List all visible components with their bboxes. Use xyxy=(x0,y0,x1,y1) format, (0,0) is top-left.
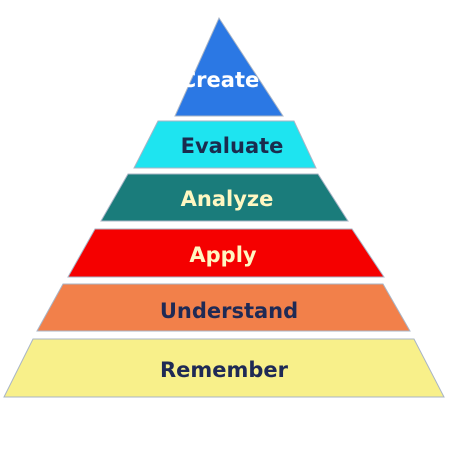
pyramid-label-understand: Understand xyxy=(160,299,298,323)
pyramid-label-apply: Apply xyxy=(189,243,257,267)
pyramid-level-remember xyxy=(3,338,445,398)
pyramid-level-create xyxy=(174,16,284,117)
pyramid-label-analyze: Analyze xyxy=(181,187,274,211)
pyramid-level-evaluate xyxy=(133,120,317,169)
pyramid-label-evaluate: Evaluate xyxy=(181,134,284,158)
pyramid-label-create: Create xyxy=(181,68,259,92)
pyramid-level-analyze xyxy=(100,173,349,222)
pyramid-label-remember: Remember xyxy=(160,358,289,382)
pyramid-level-understand xyxy=(36,283,411,332)
pyramid-level-apply xyxy=(67,228,385,278)
